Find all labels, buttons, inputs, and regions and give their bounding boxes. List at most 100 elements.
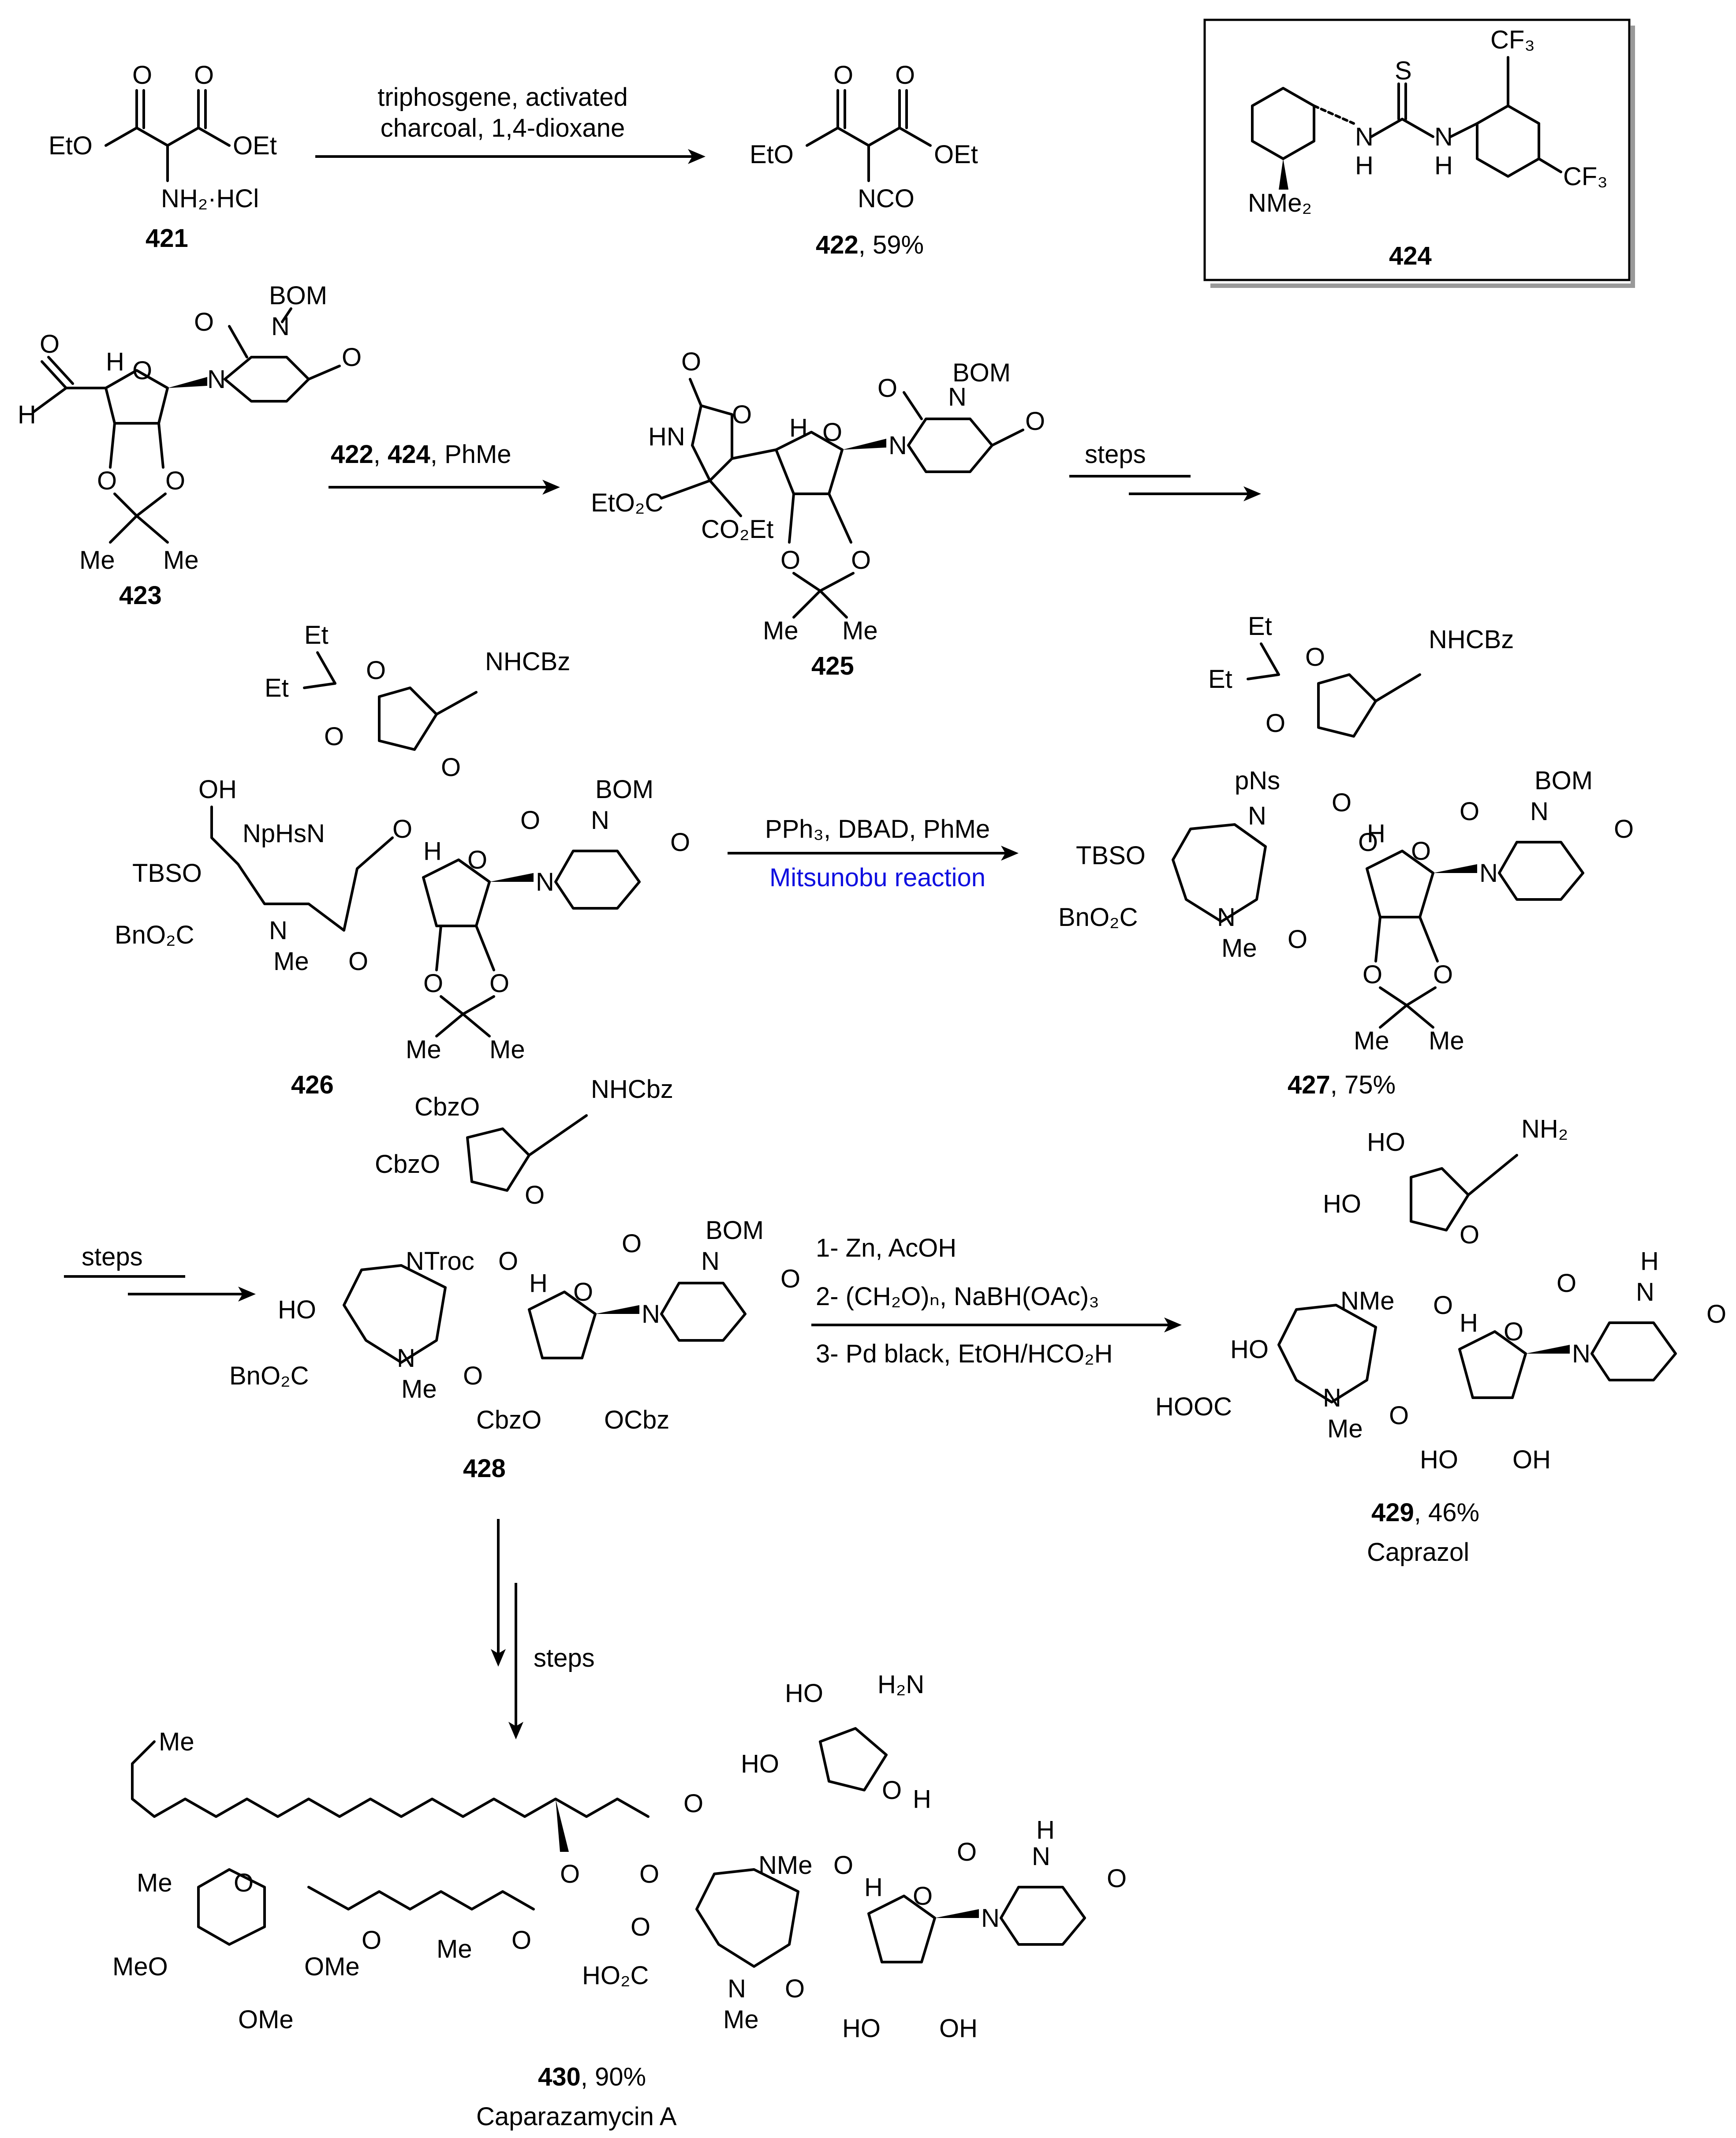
bond [1449, 122, 1478, 138]
compound-label-430: 430, 90% [538, 2063, 646, 2091]
atom: O [1266, 709, 1285, 738]
atom-o: O [851, 546, 871, 575]
reaction-arrow-5: steps [64, 1243, 256, 1302]
compound-number: 421 [146, 224, 188, 253]
arrow-head [238, 1287, 256, 1302]
atom-oet: OEt [934, 140, 978, 169]
reaction-arrow-3: steps [1069, 440, 1261, 501]
atom: Et [265, 674, 289, 702]
atom: H [864, 1873, 883, 1902]
arrow-head [1243, 486, 1261, 501]
atom-eto2c: EtO₂C [591, 489, 663, 517]
atom: NH₂ [1521, 1115, 1568, 1143]
diazepane-ring [1172, 823, 1267, 923]
atom: O [467, 846, 487, 874]
bond [303, 682, 336, 689]
bond [1247, 673, 1280, 680]
atom-eto: EtO [49, 131, 93, 160]
compound-426: Et Et O O NHCBz O OH NpHsN TBSO BnO₂C N … [115, 621, 690, 1099]
atom: H [1367, 819, 1385, 848]
atom: N [1217, 903, 1236, 932]
reagent-text: 1- Zn, AcOH [816, 1234, 956, 1262]
atom: O [324, 722, 344, 751]
compound-423: O H H O O O Me Me N O N BOM O 423 [18, 281, 362, 610]
bond [1260, 642, 1280, 676]
atom: N [1636, 1278, 1654, 1306]
bond [828, 493, 852, 544]
bond [228, 325, 248, 358]
atom-o: O [833, 61, 853, 90]
bond [135, 515, 169, 544]
atom: OH [1512, 1445, 1551, 1474]
alkyl-chain [131, 1740, 650, 1818]
atom: O [1358, 828, 1378, 857]
atom: O [957, 1838, 977, 1866]
atom: O [1614, 815, 1634, 843]
atom: O [622, 1229, 642, 1258]
atom: Me [273, 947, 309, 976]
atom-o: O [132, 356, 152, 385]
bond [1379, 986, 1408, 1007]
compound-label-427: 427, 75% [1288, 1071, 1396, 1099]
compound-yield: , 46% [1414, 1498, 1479, 1527]
atom-h: H [18, 400, 36, 429]
atom: O [1107, 1864, 1127, 1893]
bond [903, 391, 923, 420]
atom: O [525, 1181, 545, 1209]
atom: HO₂C [582, 1961, 649, 1990]
atom-o: O [194, 308, 214, 336]
atom: O [560, 1860, 580, 1888]
furanose-ring [378, 687, 438, 751]
atom: O [882, 1776, 902, 1805]
uracil-ring [1590, 1321, 1677, 1381]
atom: H [913, 1785, 931, 1813]
compound-name: Caparazamycin A [476, 2102, 677, 2131]
atom-bom: BOM [269, 281, 327, 310]
atom-nco: NCO [858, 184, 915, 213]
compound-yield: , 75% [1330, 1071, 1396, 1099]
atom: HO [741, 1750, 779, 1778]
reagent-text: PPh₃, DBAD, PhMe [765, 815, 990, 843]
compound-number: 423 [119, 581, 162, 610]
atom-n: N [207, 365, 226, 394]
atom: Me [723, 2005, 759, 2034]
compound-430: Me O O O O Me Me O O MeO OMe OMe HO H₂N … [112, 1670, 1127, 2131]
atom-o: O [132, 61, 152, 90]
compound-yield: , 59% [859, 231, 924, 259]
bond [1379, 1004, 1408, 1029]
atom: O [366, 656, 386, 685]
furanose-ring [466, 1127, 530, 1192]
compound-yield: , 90% [581, 2063, 646, 2091]
uracil-ring [907, 418, 993, 473]
atom-n: N [1355, 123, 1374, 151]
atom-o: O [342, 343, 362, 372]
bond [660, 479, 711, 500]
atom: O [1433, 960, 1453, 989]
atom: Me [1429, 1026, 1464, 1055]
bond [307, 365, 341, 381]
atom: NMe [1340, 1287, 1394, 1315]
compound-number: 427 [1288, 1071, 1330, 1099]
atom: H [1460, 1309, 1478, 1337]
atom: N [1323, 1384, 1341, 1412]
atom-h: H [106, 347, 124, 376]
compound-424-box: CF₃ CF₃ S N H N H NMe₂ 424 [1203, 19, 1635, 288]
diazepane-ring [695, 1868, 799, 1968]
reagent-text: steps [534, 1644, 595, 1672]
pyranose-ring [197, 1868, 266, 1946]
bond [47, 356, 74, 385]
atom: MeO [112, 1952, 168, 1981]
bond [41, 360, 67, 389]
reaction-arrow-2: 422, 424, PhMe [329, 440, 560, 495]
atom: O [441, 753, 461, 782]
atom: O [463, 1362, 483, 1390]
bond [1419, 916, 1439, 963]
atom: HO [1230, 1335, 1269, 1364]
bond [32, 387, 67, 414]
atom: OMe [238, 2005, 294, 2034]
atom-o: O [895, 61, 915, 90]
atom: O [1389, 1401, 1409, 1430]
bond-wedge [168, 377, 207, 388]
atom-n: N [889, 431, 907, 460]
atom: N [591, 806, 609, 835]
